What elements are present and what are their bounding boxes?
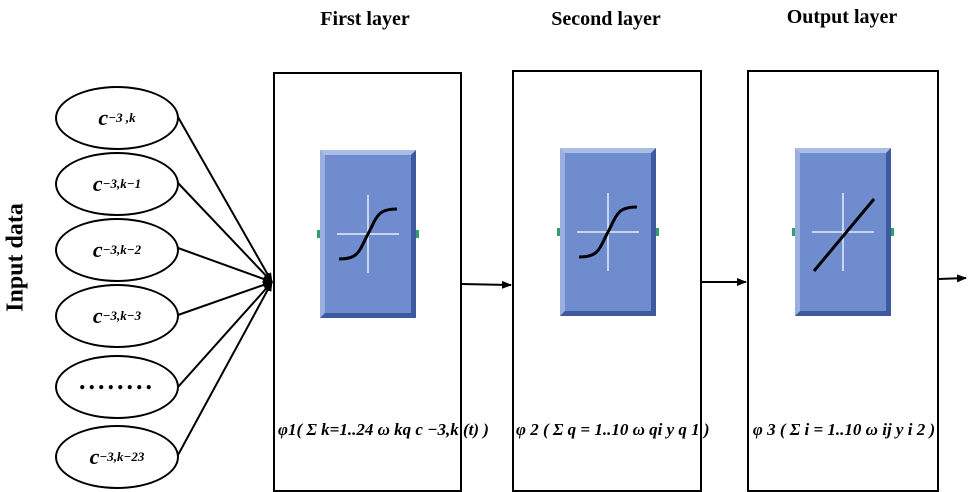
input-node-3: c−3,k−2 [55, 218, 179, 282]
ellipsis-dots: ........ [79, 366, 155, 395]
layer3-out-port [891, 228, 894, 236]
input-arrow-3 [177, 247, 273, 283]
first-layer-title: First layer [320, 8, 410, 30]
input-arrow-5 [177, 281, 273, 388]
layer1-in-port [317, 230, 320, 238]
output-arrow [938, 274, 967, 283]
layer2-out-port [656, 228, 659, 236]
sigmoid-icon [320, 150, 416, 318]
layer3-formula: φ 3 ( Σ i = 1..10 ω ij y i 2 ) [752, 420, 936, 439]
input-node-3-sub: −3,k−2 [102, 242, 142, 257]
input-arrow-4 [177, 281, 273, 316]
layer2-formula: φ 2 ( Σ q = 1..10 ω qi y q 1 ) [516, 420, 710, 439]
input-node-1: c−3 ,k [55, 86, 179, 150]
layer1-out-port [416, 230, 419, 238]
second-layer-title: Second layer [551, 8, 661, 30]
input-node-4-base: c [92, 303, 103, 328]
input-data-label: Input data [2, 203, 29, 312]
sigmoid-icon [560, 148, 656, 316]
input-node-ellipsis: ........ [55, 355, 179, 419]
layer1-formula: φ1( Σ k=1..24 ω kq c −3,k (t) ) [278, 420, 489, 439]
input-node-1-sub: −3 ,k [108, 110, 136, 125]
input-node-1-base: c [98, 105, 109, 130]
output-layer-title: Output layer [786, 6, 898, 28]
input-node-6-sub: −3,k−23 [99, 449, 145, 464]
layer3-in-port [792, 228, 795, 236]
linear-icon [795, 148, 891, 316]
input-arrow-1 [177, 116, 273, 283]
layer1-to-layer2-arrow [461, 280, 512, 289]
input-node-2-sub: −3,k−1 [102, 176, 142, 191]
input-node-6-base: c [89, 444, 100, 469]
input-node-6: c−3,k−23 [55, 425, 179, 489]
input-node-3-base: c [92, 237, 103, 262]
layer2-in-port [557, 228, 560, 236]
input-node-2: c−3,k−1 [55, 152, 179, 216]
input-node-2-base: c [92, 171, 103, 196]
input-arrow-2 [177, 182, 273, 283]
input-node-4-sub: −3,k−3 [102, 308, 142, 323]
input-arrow-6 [177, 281, 273, 456]
input-node-4: c−3,k−3 [55, 284, 179, 348]
